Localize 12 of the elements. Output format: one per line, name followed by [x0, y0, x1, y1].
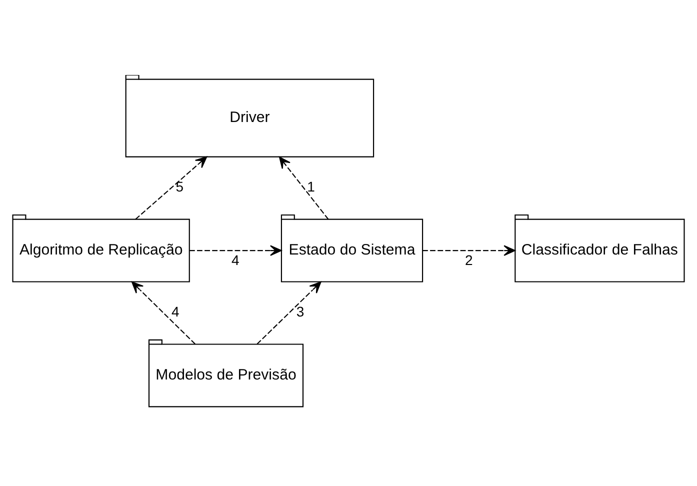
edge-label: 1: [307, 178, 315, 195]
arrow: [190, 245, 282, 256]
arrow: [256, 282, 322, 344]
edge-label: 4: [171, 304, 180, 320]
edge-label: 5: [176, 178, 184, 195]
edge-label: 2: [464, 252, 473, 268]
edge-label: 4: [232, 252, 240, 268]
arrow: [135, 156, 208, 220]
arrow: [278, 156, 329, 220]
arrow: [422, 245, 516, 256]
arrow: [132, 282, 196, 344]
edge-label: 3: [296, 304, 304, 320]
